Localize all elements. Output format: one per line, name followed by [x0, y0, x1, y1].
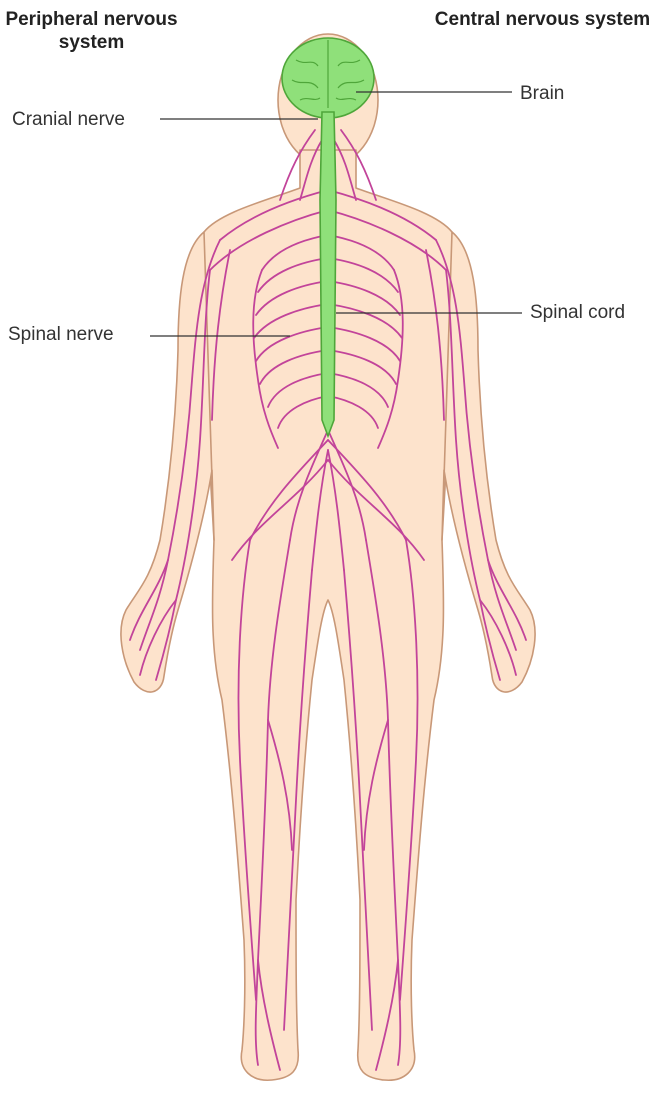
spinal-cord-shape — [320, 112, 336, 436]
brain-label: Brain — [520, 83, 564, 105]
spinal-cord-label: Spinal cord — [530, 302, 625, 324]
cranial-nerve-label: Cranial nerve — [12, 109, 125, 131]
spinal-nerve-label: Spinal nerve — [8, 324, 114, 346]
peripheral-nervous-system-heading: Peripheral nervous system — [4, 8, 179, 54]
central-nervous-system-heading: Central nervous system — [430, 8, 655, 31]
